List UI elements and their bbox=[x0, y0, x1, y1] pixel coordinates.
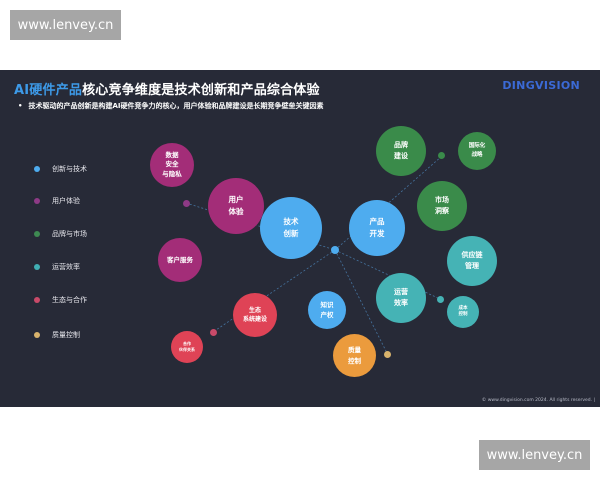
bubble-internationalization: 国际化 战略 bbox=[458, 132, 496, 170]
watermark-top: www.lenvey.cn bbox=[10, 10, 121, 40]
legend-item-tech: 创新与技术 bbox=[34, 164, 87, 174]
subtitle-text: 技术驱动的产品创新是构建AI硬件竞争力的核心，用户体验和品牌建设是长期竞争壁垒关… bbox=[28, 102, 324, 110]
legend-item-brand: 品牌与市场 bbox=[34, 229, 87, 239]
bubble-partnership: 合作 伙伴关系 bbox=[171, 331, 203, 363]
bullet-icon: • bbox=[18, 102, 23, 110]
legend-item-ux: 用户体验 bbox=[34, 196, 80, 206]
brand-logo: DINGVISION bbox=[502, 79, 580, 92]
bubble-quality-control: 质量 控制 bbox=[333, 334, 376, 377]
copyright-footer: © www.dingvision.com 2024. All rights re… bbox=[481, 398, 595, 403]
eco-connector-dot bbox=[210, 329, 217, 336]
slide-subtitle: • 技术驱动的产品创新是构建AI硬件竞争力的核心，用户体验和品牌建设是长期竞争壁垒… bbox=[18, 101, 324, 111]
title-highlight: AI硬件产品 bbox=[14, 83, 83, 98]
brand-connector-dot bbox=[438, 152, 445, 159]
bubble-customer-service: 客户服务 bbox=[158, 238, 202, 282]
bubble-cost-control: 成本 控制 bbox=[447, 296, 479, 328]
slide-title: AI硬件产品核心竞争维度是技术创新和产品综合体验 bbox=[14, 79, 320, 98]
bubble-tech-innovation: 技术 创新 bbox=[260, 197, 322, 259]
slide: AI硬件产品核心竞争维度是技术创新和产品综合体验 • 技术驱动的产品创新是构建AI… bbox=[0, 70, 600, 407]
legend-item-quality: 质量控制 bbox=[34, 330, 80, 340]
bubble-ops-efficiency: 运营 效率 bbox=[376, 273, 426, 323]
quality-connector-dot bbox=[384, 351, 391, 358]
bubble-ecosystem: 生态 系统建设 bbox=[233, 293, 277, 337]
bubble-supply-chain: 供应链 管理 bbox=[447, 236, 497, 286]
legend-item-eco: 生态与合作 bbox=[34, 295, 87, 305]
legend-item-ops: 运营效率 bbox=[34, 262, 80, 272]
link-hub-eco bbox=[212, 249, 336, 333]
bubble-market-insight: 市场 洞察 bbox=[417, 181, 467, 231]
bubble-product-dev: 产品 开发 bbox=[349, 200, 405, 256]
bubble-brand-building: 品牌 建设 bbox=[376, 126, 426, 176]
legend-dot-icon bbox=[34, 264, 40, 270]
legend-dot-icon bbox=[34, 198, 40, 204]
ux-connector-dot bbox=[183, 200, 190, 207]
legend-dot-icon bbox=[34, 297, 40, 303]
bubble-ip: 知识 产权 bbox=[308, 291, 346, 329]
legend-dot-icon bbox=[34, 231, 40, 237]
hub-dot bbox=[331, 246, 339, 254]
legend-dot-icon bbox=[34, 166, 40, 172]
watermark-bottom: www.lenvey.cn bbox=[479, 440, 590, 470]
bubble-user-experience: 用户 体验 bbox=[208, 178, 264, 234]
bubble-data-security: 数据 安全 与隐私 bbox=[150, 143, 194, 187]
ops-connector-dot bbox=[437, 296, 444, 303]
title-rest: 核心竞争维度是技术创新和产品综合体验 bbox=[82, 83, 320, 98]
legend-dot-icon bbox=[34, 332, 40, 338]
